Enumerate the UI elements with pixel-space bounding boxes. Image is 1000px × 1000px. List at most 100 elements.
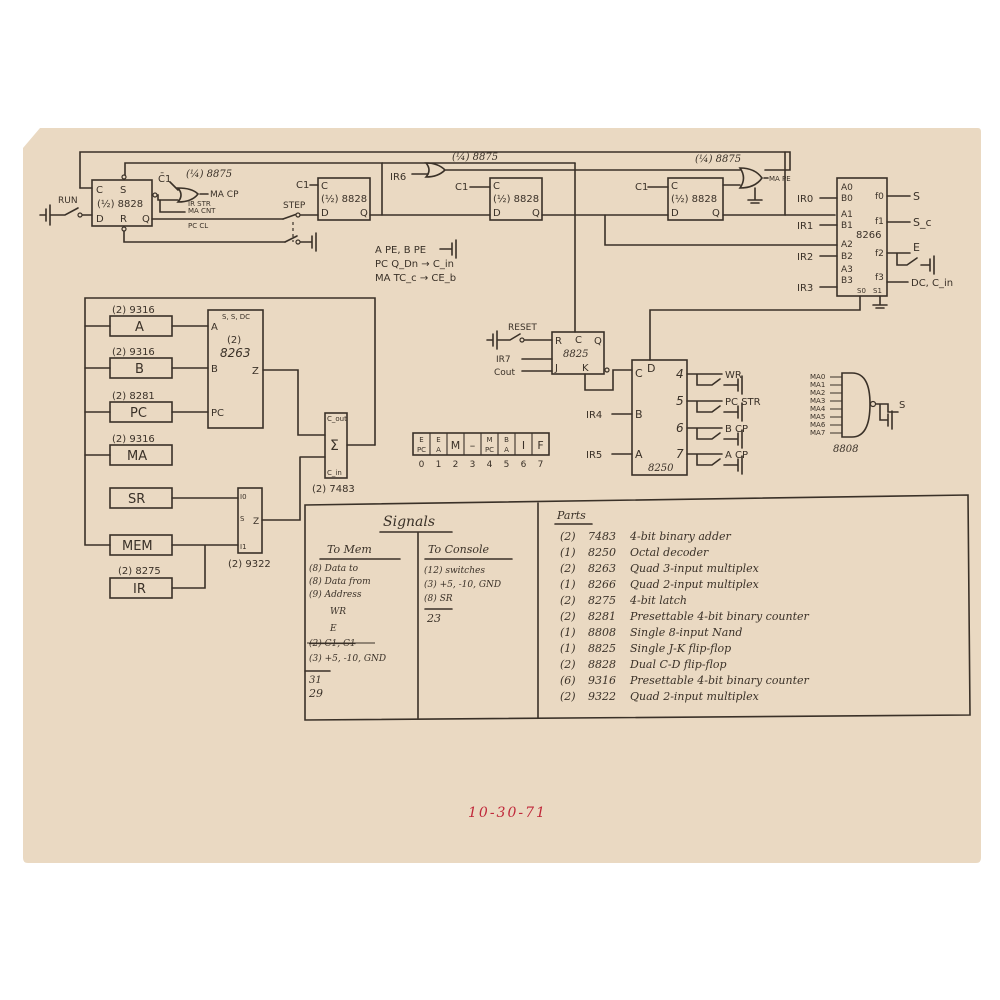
gate2-title: (¼) 8875 xyxy=(452,152,498,163)
part-qty: (1) xyxy=(560,626,576,639)
adder-chip: (2) 7483 xyxy=(312,484,355,495)
register-b: (2) 9316 B xyxy=(84,347,209,379)
ff1-box xyxy=(91,179,153,227)
opcode-index: 6 xyxy=(521,460,527,470)
svg-text:f0: f0 xyxy=(875,192,884,202)
decoder-section: RESET R C Q 8825 J K IR7 Cout C D B A 82… xyxy=(412,323,905,476)
svg-text:E: E xyxy=(913,241,920,254)
part-chip: 8808 xyxy=(588,626,616,639)
svg-text:PC: PC xyxy=(211,408,224,419)
part-qty: (1) xyxy=(560,642,576,655)
to-mem-row: WR xyxy=(330,607,346,617)
svg-text:6: 6 xyxy=(676,421,684,435)
to-mem-heading: To Mem xyxy=(327,543,372,556)
part-qty: (2) xyxy=(560,594,576,607)
svg-text:A CP: A CP xyxy=(725,450,748,461)
run-switch-label: RUN xyxy=(58,196,78,206)
register-pc: (2) 8281 PC xyxy=(84,391,209,423)
opcode-cell-top: M xyxy=(486,436,492,444)
part-desc: Quad 3-input multiplex xyxy=(630,562,760,575)
svg-text:f1: f1 xyxy=(875,217,884,227)
svg-text:C: C xyxy=(96,185,103,196)
svg-text:PC Q_Dn → C_in: PC Q_Dn → C_in xyxy=(375,259,454,270)
svg-text:IR2: IR2 xyxy=(797,252,813,263)
mux8266-box xyxy=(836,177,888,297)
svg-text:B0: B0 xyxy=(841,194,853,204)
gate1-output: MA CP xyxy=(210,190,239,200)
svg-text:R: R xyxy=(120,214,127,225)
step-switch-label: STEP xyxy=(283,201,306,211)
part-chip: 8275 xyxy=(588,594,616,607)
svg-text:Q: Q xyxy=(712,208,720,219)
part-qty: (2) xyxy=(560,610,576,623)
svg-text:B: B xyxy=(211,364,218,375)
gate3-output: MA PE xyxy=(769,175,791,183)
part-desc: Presettable 4-bit binary counter xyxy=(629,610,810,623)
svg-text:Z: Z xyxy=(252,366,259,377)
svg-text:MA3: MA3 xyxy=(810,397,825,405)
svg-text:S: S xyxy=(899,400,905,411)
nand-8808: S MA0 MA1 MA2 MA3 MA4 MA5 MA6 MA7 8808 xyxy=(810,372,905,455)
svg-text:Q: Q xyxy=(594,336,602,347)
svg-text:S0: S0 xyxy=(857,287,866,295)
opcode-index: 2 xyxy=(453,460,459,470)
svg-text:C1: C1 xyxy=(635,182,648,193)
svg-text:B3: B3 xyxy=(841,276,853,286)
gate1-title: (¼) 8875 xyxy=(186,169,232,180)
part-chip: 9316 xyxy=(588,674,616,687)
svg-text:IR STR: IR STR xyxy=(188,200,211,208)
svg-text:B: B xyxy=(135,362,144,377)
svg-text:MA5: MA5 xyxy=(810,413,825,421)
part-qty: (1) xyxy=(560,546,576,559)
mux-8266: A0 B0 A1 B1 A2 B2 A3 B3 8266 f0 f1 f2 f3… xyxy=(649,177,953,361)
register-ir: (2) 8275 IR xyxy=(109,566,173,599)
svg-text:MA: MA xyxy=(127,449,147,464)
svg-text:S, S, DC: S, S, DC xyxy=(222,313,250,321)
svg-text:I1: I1 xyxy=(240,543,247,551)
ff4-title: (½) 8828 xyxy=(671,193,717,205)
svg-text:C: C xyxy=(575,335,582,346)
mux9322-chip: (2) 9322 xyxy=(228,559,271,570)
part-desc: Presettable 4-bit binary counter xyxy=(629,674,810,687)
svg-text:MA2: MA2 xyxy=(810,389,825,397)
svg-text:PC: PC xyxy=(130,406,147,421)
svg-text:A: A xyxy=(211,322,218,333)
svg-text:SR: SR xyxy=(128,492,145,507)
svg-text:C: C xyxy=(493,181,500,192)
part-qty: (2) xyxy=(560,562,576,575)
ff2-box xyxy=(317,177,371,221)
svg-text:C_out: C_out xyxy=(327,415,347,423)
part-desc: 4-bit latch xyxy=(629,594,687,607)
part-desc: Quad 2-input multiplex xyxy=(630,690,760,703)
svg-text:S: S xyxy=(120,185,126,196)
svg-text:C: C xyxy=(635,367,643,380)
svg-text:S: S xyxy=(240,515,245,523)
part-chip: 8828 xyxy=(588,658,616,671)
svg-text:IR7: IR7 xyxy=(496,355,511,365)
svg-text:IR0: IR0 xyxy=(797,194,813,205)
svg-text:IR4: IR4 xyxy=(586,410,602,421)
to-console-row: (8) SR xyxy=(424,593,453,604)
svg-text:C1: C1 xyxy=(296,180,309,191)
to-mem-row: (8) Data to xyxy=(309,563,359,574)
part-desc: Octal decoder xyxy=(630,546,709,559)
svg-text:31: 31 xyxy=(309,675,322,686)
svg-text:B2: B2 xyxy=(841,252,853,262)
opcode-index: 5 xyxy=(504,460,510,470)
part-chip: 8825 xyxy=(588,642,616,655)
signals-parts-panel: Signals To Mem (8) Data to(8) Data from(… xyxy=(304,494,971,721)
parts-title: Parts xyxy=(556,509,586,522)
svg-text:MA7: MA7 xyxy=(810,429,825,437)
svg-text:K: K xyxy=(582,363,589,374)
to-console-row: (12) switches xyxy=(424,565,485,576)
part-desc: Single J-K flip-flop xyxy=(630,642,731,655)
gate2-input: IR6 xyxy=(390,172,406,183)
svg-text:(2) 9316: (2) 9316 xyxy=(112,434,155,445)
svg-text:23: 23 xyxy=(426,612,441,625)
svg-text:A0: A0 xyxy=(841,183,853,193)
part-qty: (2) xyxy=(560,658,576,671)
svg-text:IR3: IR3 xyxy=(797,283,813,294)
